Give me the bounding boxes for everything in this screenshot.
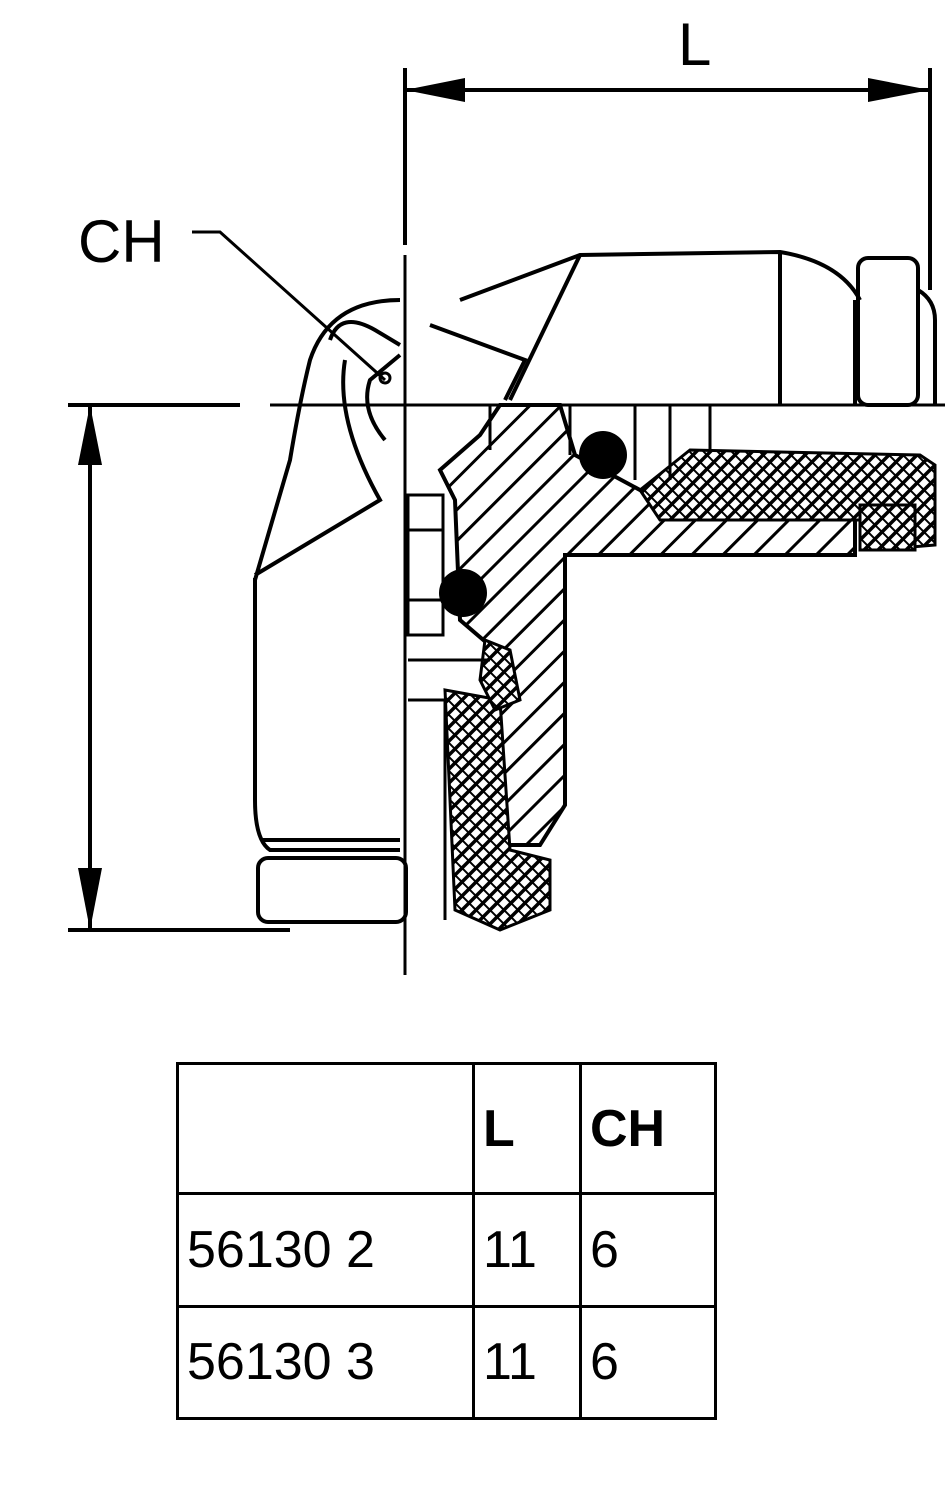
table-cell-ch: 6 <box>579 1192 717 1308</box>
hex-ch-label: CH <box>78 208 165 275</box>
elbow-fitting-drawing: L CH <box>68 11 945 975</box>
table-header-row: L CH <box>176 1061 717 1196</box>
table-cell-ch: 6 <box>579 1304 717 1421</box>
horizontal-arm-outline <box>429 249 937 407</box>
table-cell-l: 11 <box>472 1192 582 1308</box>
table-header-ch: CH <box>579 1061 717 1196</box>
table-header-code <box>176 1061 475 1196</box>
table-row: 56130 3 11 6 <box>176 1304 717 1421</box>
table-cell-code: 56130 2 <box>176 1192 475 1308</box>
table-row: 56130 2 11 6 <box>176 1192 717 1308</box>
o-ring-vertical <box>439 569 487 617</box>
dimension-table: L CH 56130 2 11 6 56130 3 11 6 <box>176 1061 717 1421</box>
o-rings <box>439 431 627 617</box>
table-cell-l: 11 <box>472 1304 582 1421</box>
dimension-l-top: L <box>403 11 932 290</box>
table-cell-code: 56130 3 <box>176 1304 475 1421</box>
inner-bore <box>408 405 712 920</box>
collet-sleeve-vertical <box>443 637 552 932</box>
table-header-l: L <box>472 1061 582 1196</box>
centre-lines <box>270 255 945 975</box>
vertical-arm-outline <box>253 298 408 924</box>
dimension-height-left <box>68 403 290 932</box>
dimension-l-label: L <box>678 11 711 78</box>
collet-sleeve-horizontal <box>637 448 937 552</box>
hex-ch-leader: CH <box>78 208 387 382</box>
o-ring-horizontal <box>579 431 627 479</box>
